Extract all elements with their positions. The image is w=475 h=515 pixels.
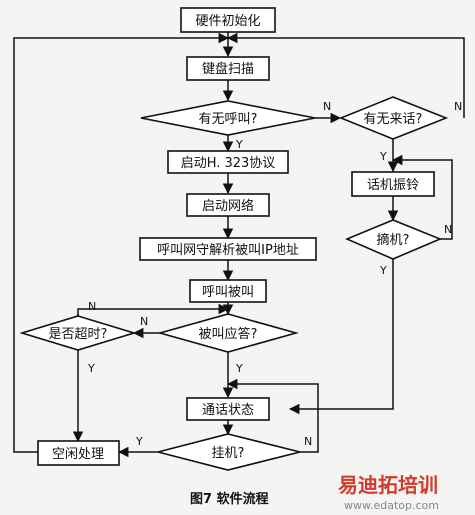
label-answerq-n: N	[140, 315, 148, 328]
node-init-label: 硬件初始化	[195, 14, 260, 29]
decision-answer-label: 被叫应答?	[199, 326, 258, 342]
label-callq-n: N	[323, 100, 331, 113]
figure-caption: 图7 软件流程	[190, 491, 269, 507]
node-network: 启动网络	[186, 193, 270, 217]
edge-idle-return	[13, 32, 230, 453]
label-hangupq-y: Y	[135, 435, 143, 448]
node-talk: 通话状态	[186, 397, 270, 421]
decision-incoming-label: 有无来话?	[364, 112, 423, 127]
label-timeoutq-y: Y	[87, 362, 95, 375]
watermark-brand: 易迪拓培训	[338, 473, 438, 497]
label-callq-y: Y	[235, 138, 243, 151]
node-h323: 启动H. 323协议	[167, 150, 289, 174]
decision-hangup-label: 挂机?	[212, 446, 245, 461]
decision-call: 有无呼叫?	[140, 100, 316, 136]
node-init: 硬件初始化	[180, 7, 276, 33]
label-timeoutq-n: N	[88, 300, 96, 313]
label-answerq-y: Y	[235, 362, 243, 375]
node-h323-label: 启动H. 323协议	[181, 156, 276, 171]
watermark: 易迪拓培训 www.edatop.com	[338, 473, 439, 512]
node-scan: 键盘扫描	[186, 56, 270, 81]
decision-offhook-label: 摘机?	[377, 232, 410, 248]
label-offhookq-n: N	[444, 223, 452, 236]
decision-call-label: 有无呼叫?	[199, 112, 258, 127]
node-resolve-label: 呼叫网守解析被叫IP地址	[157, 243, 299, 258]
watermark-url: www.edatop.com	[344, 499, 439, 512]
edge-labels: N N Y Y N Y N N Y Y Y N	[87, 100, 462, 448]
label-hangupq-n: N	[304, 435, 312, 448]
node-ring: 话机振铃	[351, 171, 435, 197]
edge-timeoutq-loop	[77, 303, 230, 318]
label-incomingq-y: Y	[379, 150, 387, 163]
edge-hangupq-loop	[226, 378, 319, 453]
decision-answer: 被叫应答?	[157, 313, 299, 353]
node-scan-label: 键盘扫描	[202, 61, 254, 77]
node-ringing-out-label: 呼叫被叫	[202, 285, 254, 300]
edge-offhookq-talk	[288, 259, 394, 415]
decision-offhook: 摘机?	[344, 219, 443, 260]
decision-timeout: 是否超时?	[19, 315, 137, 351]
node-network-label: 启动网络	[202, 198, 254, 214]
node-idle: 空闲处理	[37, 440, 120, 466]
decision-hangup: 挂机?	[157, 433, 301, 471]
edge-incomingq-loop	[226, 32, 465, 118]
label-incomingq-n: N	[454, 100, 462, 113]
edge-offhookq-loop	[391, 154, 453, 240]
node-ringing-out: 呼叫被叫	[189, 279, 267, 303]
node-idle-label: 空闲处理	[52, 447, 104, 462]
decision-timeout-label: 是否超时?	[49, 327, 108, 342]
decision-incoming: 有无来话?	[338, 96, 449, 140]
node-ring-label: 话机振铃	[367, 178, 419, 193]
label-offhookq-y: Y	[379, 264, 387, 277]
node-resolve: 呼叫网守解析被叫IP地址	[139, 237, 317, 261]
node-talk-label: 通话状态	[202, 403, 254, 418]
